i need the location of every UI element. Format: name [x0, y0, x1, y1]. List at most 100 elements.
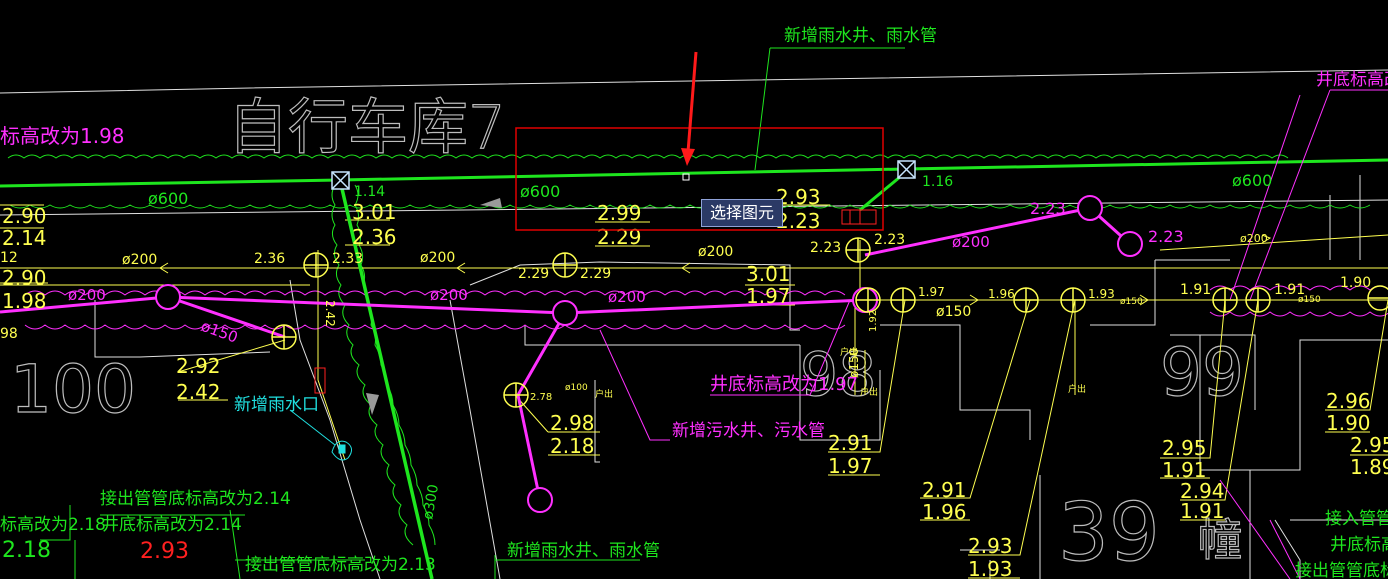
inspection-wells[interactable]	[271, 237, 1388, 408]
elev-2-42: 2.42	[176, 380, 221, 404]
label-well-bottom-top-right: 井底标高改为	[1316, 70, 1388, 90]
elev-3-01-mid: 3.01	[746, 262, 791, 286]
dim-d200-d: ø200	[1240, 232, 1268, 245]
elev-2-93-top: 2.93	[776, 185, 821, 209]
elev-2-23-a: 2.23	[810, 240, 841, 256]
building-label-98: 98	[800, 340, 876, 410]
elev-2-23-top: 2.23	[776, 209, 821, 233]
elev-1-91-d: 1.91	[1180, 499, 1225, 523]
elev-2-29-row-b: 2.29	[580, 266, 611, 282]
elev-1-91-row-a: 1.91	[1180, 282, 1211, 298]
label-elev-change-2-18: 标高改为2.18	[0, 515, 106, 535]
dim-d600-mid: ø600	[520, 182, 560, 201]
elev-1-97-mid: 1.97	[746, 284, 791, 308]
elev-1-91-c: 1.91	[1162, 458, 1207, 482]
select-element-tooltip: 选择图元	[701, 199, 784, 227]
household-outlet-a: 户出	[840, 346, 858, 358]
label-new-sewer: 新增污水井、污水管	[672, 421, 825, 441]
household-outlet-b: 户出	[860, 386, 878, 398]
dim-d200-b: ø200	[420, 250, 455, 266]
elev-2-90-left: 2.90	[2, 204, 47, 228]
dim-d300: ø300	[420, 483, 442, 521]
elev-1-92-vert: 1.92	[868, 310, 879, 332]
elev-1-98-left: 1.98	[2, 289, 47, 313]
flow-arrows	[159, 234, 1272, 306]
elev-1-14: 1.14	[354, 184, 385, 200]
elev-1-96-b: 1.96	[922, 500, 967, 524]
elev-2-91-a: 2.91	[828, 431, 873, 455]
elev-2-42-vert: 2.42	[323, 300, 337, 327]
elev-2-98: 2.98	[550, 411, 595, 435]
dim-d200-mag-a: ø200	[68, 286, 106, 304]
label-well-bottom-2-14: 井底标高改为2.14	[102, 515, 242, 535]
selection-rectangle	[515, 127, 884, 231]
dim-d100: ø100	[565, 383, 588, 393]
elev-2-96: 2.96	[1326, 389, 1371, 413]
label-new-storm-bottom: 新增雨水井、雨水管	[507, 541, 660, 561]
label-outlet-2-13: 接出管管底标高改为2.13	[245, 555, 436, 575]
red-elevations: 2.93	[140, 539, 189, 564]
pick-point-marker[interactable]	[682, 173, 690, 181]
magenta-annotations: 新增污水井、污水管 井底标高改为1.97 井底标高改为 标高改为1.98 2.2…	[0, 70, 1388, 441]
elev-2-94: 2.94	[1180, 479, 1225, 503]
elev-2-23-mag-a: 2.23	[1030, 199, 1066, 218]
dim-d200-mag-c: ø200	[608, 288, 646, 306]
dim-d200-c: ø200	[698, 244, 733, 260]
elev-1-93-row: 1.93	[1088, 287, 1115, 301]
elev-1-93-b: 1.93	[968, 557, 1013, 579]
dim-d150-b: ø150	[1120, 297, 1143, 307]
building-label-99: 99	[1160, 334, 1244, 411]
elev-1-97-row: 1.97	[918, 285, 945, 299]
storm-manhole-right[interactable]	[897, 160, 916, 179]
elev-2-92: 2.92	[176, 354, 221, 378]
building-labels: 自行车库7 100 39 幢 98 99	[9, 92, 1244, 579]
elev-2-78: 2.78	[530, 392, 552, 403]
elev-2-29-row-a: 2.29	[518, 266, 549, 282]
building-label-39-suffix: 幢	[1198, 515, 1242, 566]
green-annotations: 新增雨水井、雨水管 新增雨水井、雨水管 接出管管底标高改为2.14 井底标高改为…	[0, 26, 1388, 579]
rain-inlet-icon[interactable]	[289, 409, 352, 461]
dim-d600-left: ø600	[148, 189, 188, 208]
building-label-39: 39	[1058, 486, 1160, 579]
elev-2-9x-right: 2.95	[1350, 433, 1388, 457]
elev-1-89: 1.89	[1350, 455, 1388, 479]
elev-1-97-a: 1.97	[828, 454, 873, 478]
elev-2-36-left: 2.36	[352, 225, 397, 249]
elev-3-01-left: 3.01	[352, 200, 397, 224]
elev-1-96-row: 1.96	[988, 287, 1015, 301]
building-label-garage: 自行车库7	[228, 93, 506, 163]
elev-12-left: 12	[0, 250, 18, 266]
yellow-elevations: 3.01 2.36 2.99 2.29 2.93 2.23 2.90 2.14 …	[0, 185, 1388, 579]
elev-2-95: 2.95	[1162, 436, 1207, 460]
elev-1-90-row: 1.90	[1340, 275, 1371, 291]
elev-1-90-b: 1.90	[1326, 411, 1371, 435]
red-pointer-arrow	[681, 51, 698, 166]
label-new-storm-top: 新增雨水井、雨水管	[784, 26, 937, 46]
storm-manhole-left[interactable]	[331, 171, 350, 190]
elev-1-16: 1.16	[922, 174, 953, 190]
elev-2-23-mag-b: 2.23	[1148, 227, 1184, 246]
elev-2-90-left2: 2.90	[2, 266, 47, 290]
elev-98-left: 98	[0, 326, 18, 342]
elev-2-99: 2.99	[597, 201, 642, 225]
building-label-100: 100	[10, 351, 136, 428]
elev-2-93-b: 2.93	[968, 534, 1013, 558]
storm-pipes	[0, 47, 1388, 579]
elev-2-36-row: 2.36	[254, 251, 285, 267]
dim-d150-a: ø150	[936, 304, 971, 320]
cyan-annotations: 新增雨水口	[234, 395, 319, 415]
household-outlet-c: 户出	[1068, 383, 1086, 395]
label-elev-change-1-98: 标高改为1.98	[0, 124, 125, 148]
label-outlet-right: 接出管管底标	[1295, 561, 1388, 579]
label-inlet-right: 接入管管底	[1325, 509, 1388, 529]
dim-d200-mag-b: ø200	[430, 286, 468, 304]
dim-d200-mag-d: ø200	[952, 233, 990, 251]
label-well-bottom-right2: 井底标高	[1330, 535, 1388, 555]
red-small-markers	[314, 209, 877, 394]
elev-2-14-left: 2.14	[2, 226, 47, 250]
gray-direction-arrows	[366, 198, 502, 415]
household-outlet-d: 户出	[595, 388, 613, 400]
elev-2-29: 2.29	[597, 225, 642, 249]
